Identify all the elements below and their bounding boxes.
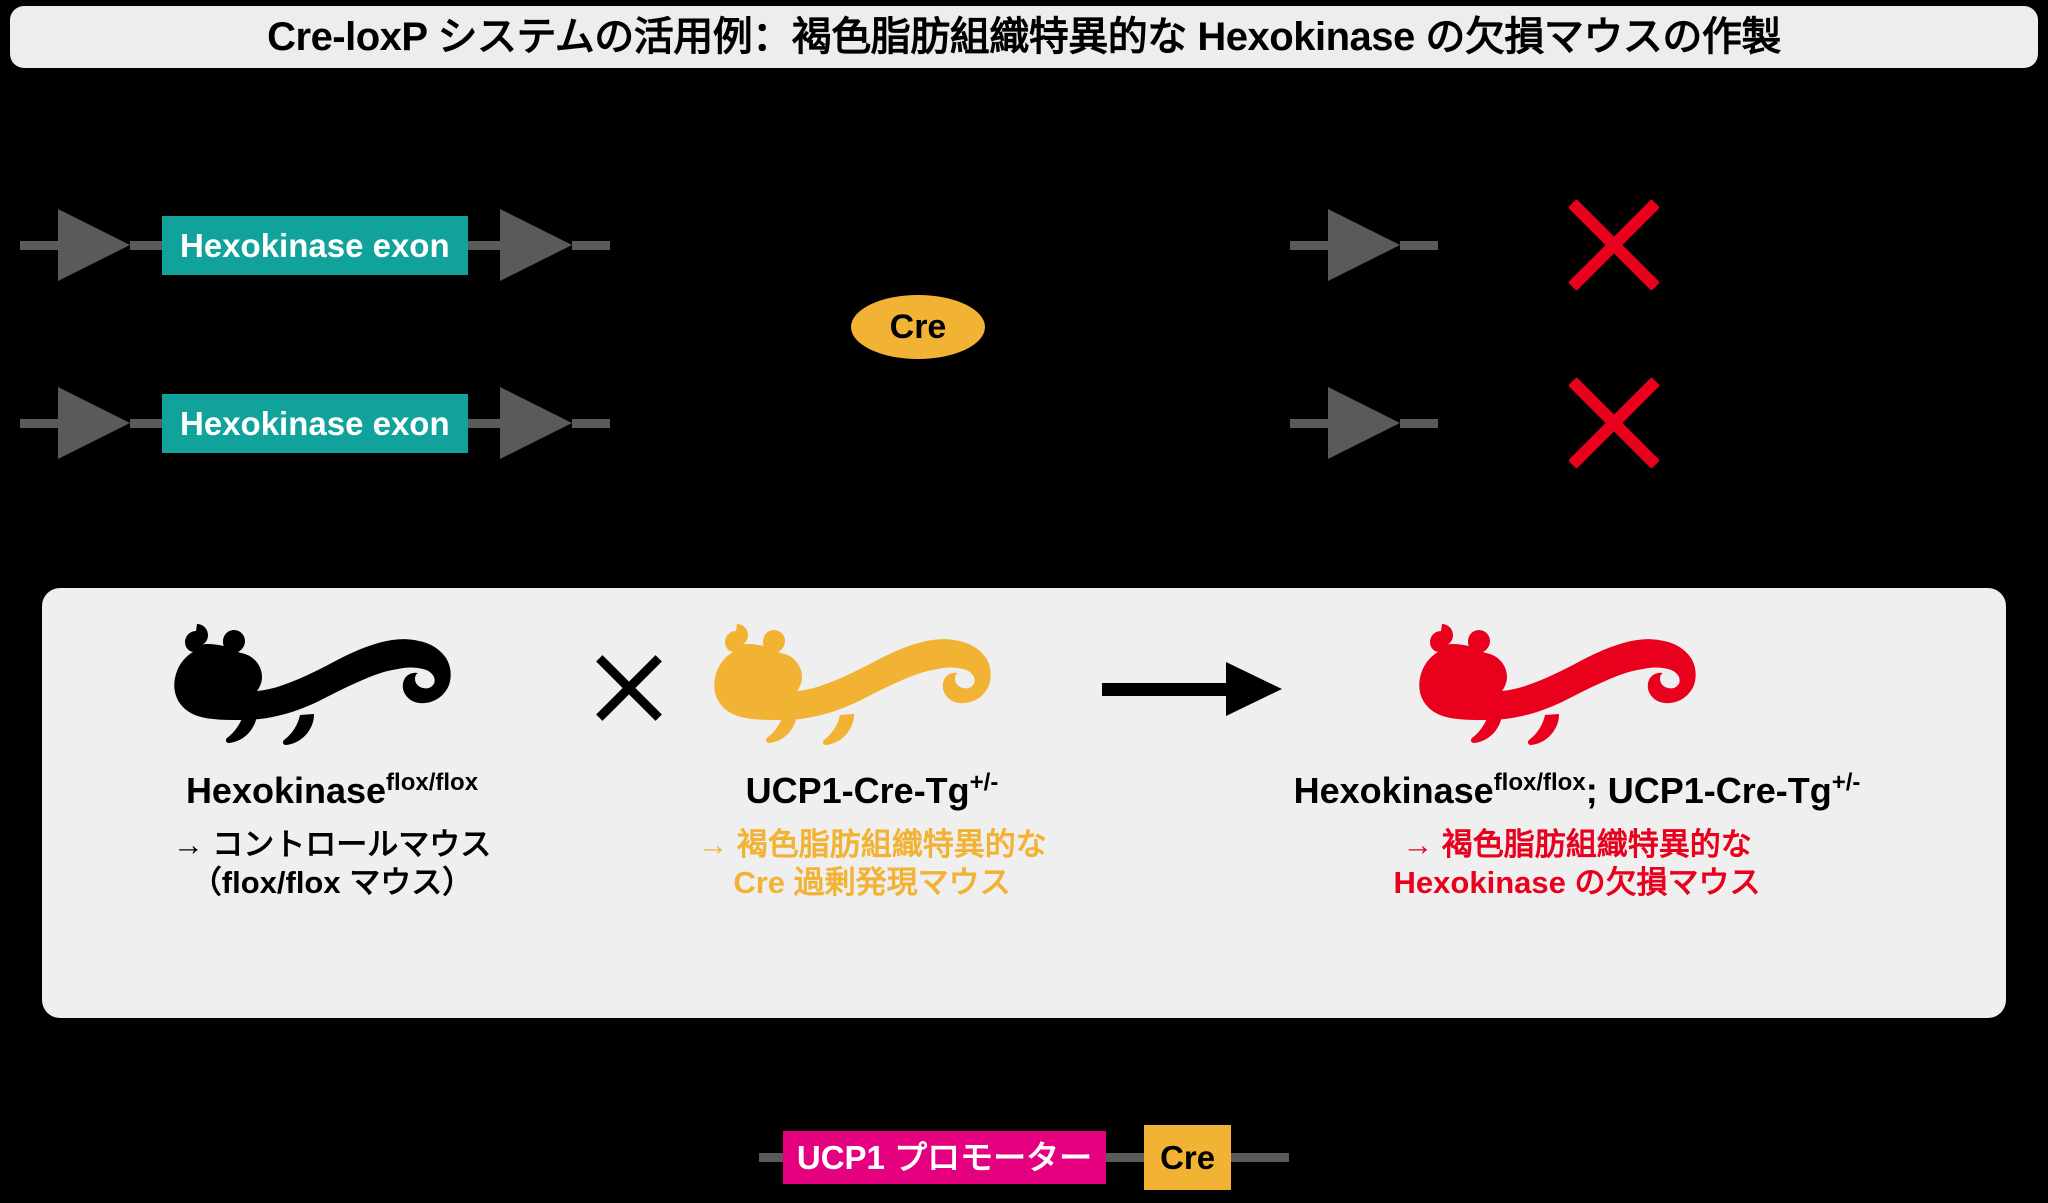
cre-oval-label: Cre [889,308,947,346]
parent-1-caption: → コントロールマウス （flox/flox マウス） [172,826,492,900]
construct-line-segment [758,1152,783,1162]
produces-arrow-icon [1102,662,1282,716]
ucp1-promoter-box: UCP1 プロモーター [782,1130,1107,1184]
dna-line-segment [130,240,162,250]
dna-line-segment [1400,240,1438,250]
allele-row-1: Hexokinase exon [0,190,2048,310]
offspring-genotype: Hexokinaseflox/flox; UCP1-Cre-Tg+/- [1293,769,1861,811]
mouse-silhouette-orange [637,602,1107,752]
parent-2-genotype: UCP1-Cre-Tg+/- [745,769,999,811]
offspring-mouse: Hexokinaseflox/flox; UCP1-Cre-Tg+/- → 褐色… [1172,602,1982,901]
floxed-allele-2: Hexokinase exon [20,368,660,478]
parent-mouse-1: Hexokinaseflox/flox → コントロールマウス （flox/fl… [97,602,567,901]
dna-line-segment [467,240,500,250]
parent-1-superscript: flox/flox [386,769,479,796]
dna-line-segment [1290,240,1328,250]
mouse-silhouette-black [97,602,567,752]
dna-line-segment [467,418,500,428]
mouse-silhouette-red [1172,602,1982,752]
loxp-triangle-icon [499,387,572,459]
recombined-allele-1 [1290,190,1990,300]
loxp-triangle-icon [58,209,130,281]
dna-line-segment [571,418,610,428]
red-x-icon [1568,377,1660,469]
dna-line-segment [1290,418,1328,428]
parent-mouse-2: UCP1-Cre-Tg+/- → 褐色脂肪組織特異的な Cre 過剰発現マウス [637,602,1107,901]
hexokinase-exon-box: Hexokinase exon [162,393,468,453]
loxp-triangle-icon [499,209,572,281]
loxp-triangle-icon [1328,387,1400,459]
hexokinase-exon-box: Hexokinase exon [162,215,468,275]
dna-line-segment [20,418,58,428]
parent-2-caption: → 褐色脂肪組織特異的な Cre 過剰発現マウス [697,826,1047,900]
loxp-triangle-icon [58,387,130,459]
cre-recombinase-oval: Cre [851,295,985,359]
offspring-superscript-1: flox/flox [1493,769,1586,796]
cre-gene-box: Cre [1144,1124,1232,1190]
offspring-caption: → 褐色脂肪組織特異的な Hexokinase の欠損マウス [1393,826,1761,900]
construct-line-segment [1106,1152,1145,1162]
recombined-allele-2 [1290,368,1990,478]
offspring-superscript-2: +/- [1831,769,1861,796]
parent-1-genotype: Hexokinaseflox/flox [185,769,479,811]
construct-line-segment [1231,1152,1290,1162]
dna-line-segment [1400,418,1438,428]
breeding-scheme-panel: Hexokinaseflox/flox → コントロールマウス （flox/fl… [42,588,2006,1018]
transgene-construct: UCP1 プロモーター Cre [0,1122,2048,1192]
page-title: Cre-loxP システムの活用例：褐色脂肪組織特異的な Hexokinase … [267,15,1781,59]
allele-row-2: Hexokinase exon [0,368,2048,488]
page-title-bar: Cre-loxP システムの活用例：褐色脂肪組織特異的な Hexokinase … [10,6,2038,68]
dna-line-segment [20,240,58,250]
loxp-triangle-icon [1328,209,1400,281]
dna-line-segment [130,418,162,428]
red-x-icon [1568,199,1660,291]
parent-2-superscript: +/- [969,769,999,796]
gene-diagram: Hexokinase exon Hexokinase exon [0,150,2048,500]
dna-line-segment [571,240,610,250]
floxed-allele-1: Hexokinase exon [20,190,660,300]
